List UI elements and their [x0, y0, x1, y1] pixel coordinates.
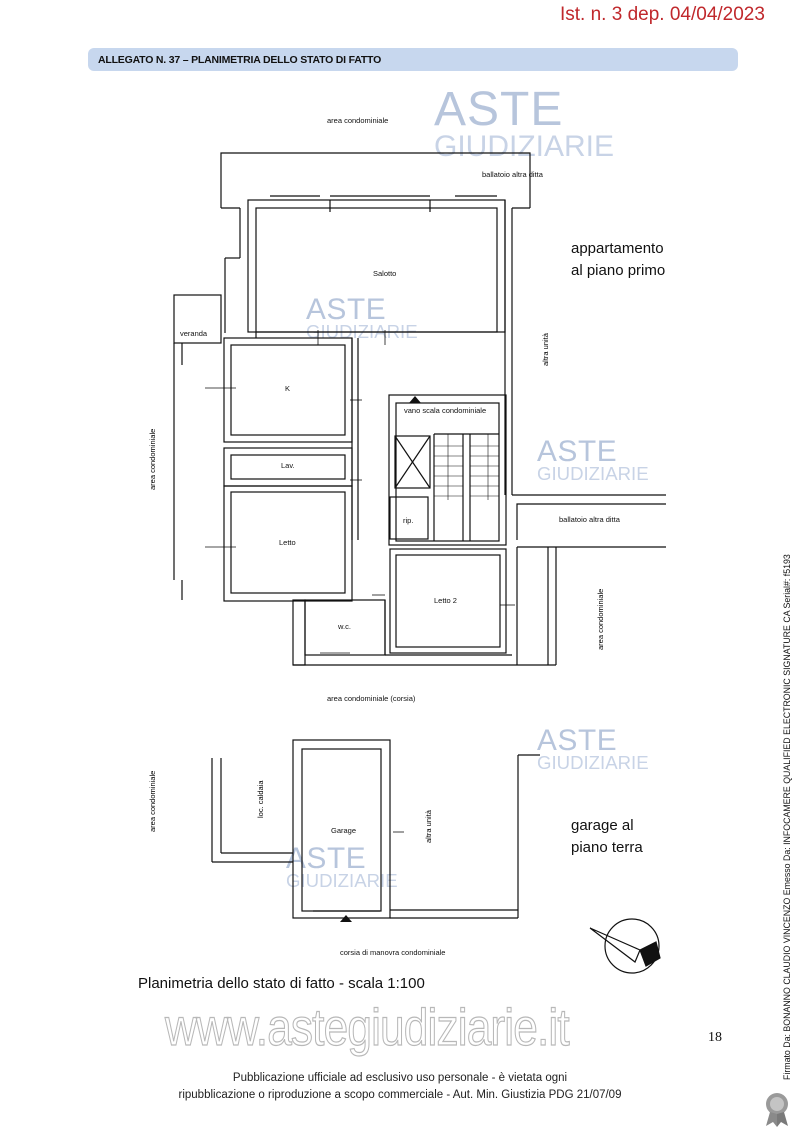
label-loc-caldaia: loc. caldaia — [256, 780, 265, 818]
label-ballatoio-right: ballatoio altra ditta — [559, 515, 620, 524]
label-letto: Letto — [279, 538, 296, 547]
label-appartamento: appartamento al piano primo — [571, 240, 666, 279]
label-vano-scala: vano scala condominiale — [404, 406, 487, 415]
label-altra-unita: altra unità — [541, 333, 550, 366]
label-area-corsia: area condominiale (corsia) — [327, 694, 416, 703]
label-garage-piano-terra: garage al piano terra — [571, 817, 643, 856]
label-area-cond-left2: area condominiale — [148, 770, 157, 832]
label-garage: Garage — [331, 826, 357, 835]
section-banner — [88, 48, 738, 71]
footer-notice: Pubblicazione ufficiale ad esclusivo uso… — [178, 1072, 622, 1101]
watermark: ASTE GIUDIZIARIE — [286, 841, 398, 892]
seal-icon — [766, 1093, 788, 1127]
label-lav: Lav. — [281, 461, 295, 470]
digital-signature: Firmato Da: BONANNO CLAUDIO VINCENZO Eme… — [782, 554, 792, 1080]
document-stamp: Ist. n. 3 dep. 04/04/2023 — [560, 4, 765, 25]
label-ballatoio: ballatoio altra ditta — [482, 170, 543, 179]
label-k: K — [285, 384, 291, 393]
label-area-cond-right: area condominiale — [596, 588, 605, 650]
watermark: ASTE GIUDIZIARIE — [306, 292, 418, 343]
watermark: ASTE GIUDIZIARIE — [537, 434, 649, 485]
label-altra-unita-2: altra unità — [424, 810, 433, 843]
section-title: ALLEGATO N. 37 – PLANIMETRIA DELLO STATO… — [98, 54, 382, 66]
watermark: ASTE GIUDIZIARIE — [434, 83, 615, 163]
site-watermark: www.astegiudiziarie.it — [164, 998, 570, 1057]
label-wc: w.c. — [338, 622, 351, 631]
label-letto2: Letto 2 — [434, 596, 457, 605]
label-salotto: Salotto — [373, 269, 397, 278]
page-number: 18 — [708, 1030, 722, 1045]
plan-caption: Planimetria dello stato di fatto - scala… — [138, 975, 425, 992]
label-corsia-manovra: corsia di manovra condominiale — [340, 948, 446, 957]
label-area-condominiale: area condominiale — [327, 116, 389, 125]
label-area-cond-left: area condominiale — [148, 428, 157, 490]
label-veranda: veranda — [180, 329, 208, 338]
label-rip: rip. — [403, 516, 414, 525]
watermark: ASTE GIUDIZIARIE — [537, 723, 649, 774]
